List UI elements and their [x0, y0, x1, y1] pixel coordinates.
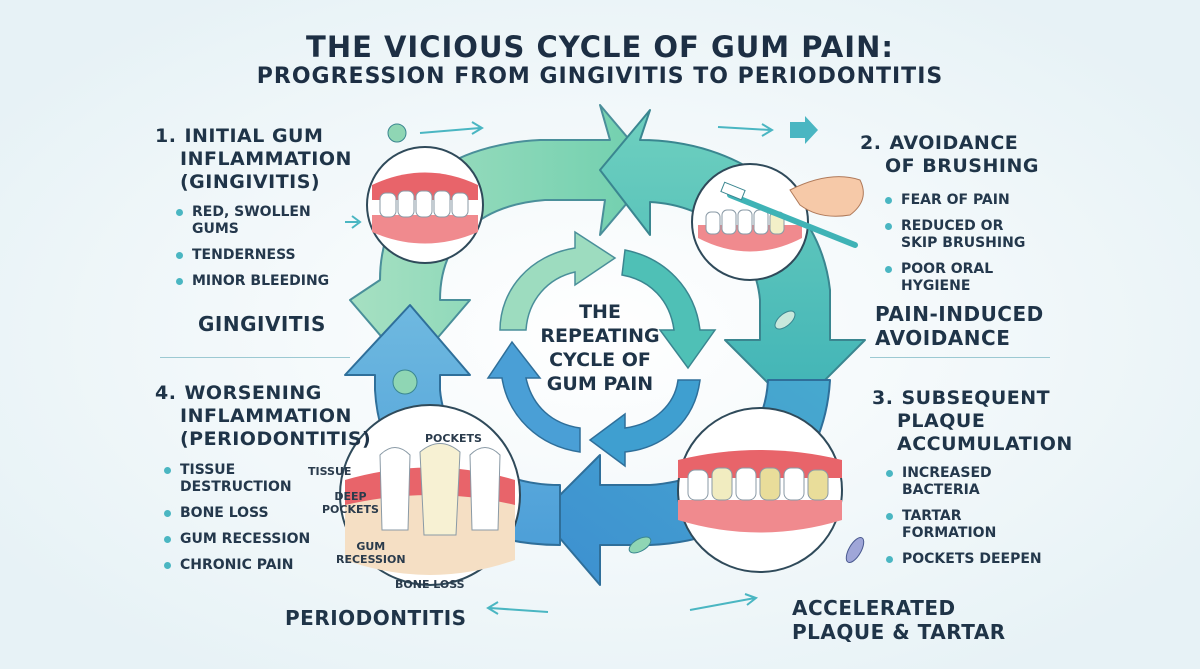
cycle-center-label: THE REPEATING CYCLE OF GUM PAIN — [540, 301, 660, 395]
page-subtitle: PROGRESSION FROM GINGIVITIS TO PERIODONT… — [256, 64, 944, 89]
list-item: MINOR BLEEDING — [176, 273, 329, 290]
stage-4-footer: PERIODONTITIS — [285, 606, 467, 630]
list-item: FEAR OF PAIN — [885, 192, 1025, 209]
label-gum-recession: GUM RECESSION — [336, 540, 406, 566]
gingivitis-illustration — [366, 146, 484, 264]
list-item: POCKETS DEEPEN — [886, 551, 1042, 568]
stage-3-title: 3.SUBSEQUENT PLAQUE ACCUMULATION — [872, 387, 1073, 455]
divider — [160, 357, 350, 358]
stage-3-footer: ACCELERATED PLAQUE & TARTAR — [792, 596, 1006, 644]
stage-1-title: 1.INITIAL GUM INFLAMMATION (GINGIVITIS) — [155, 125, 352, 193]
label-deep-pockets: DEEP POCKETS — [322, 490, 379, 516]
inner-arrow-teal — [621, 249, 717, 370]
inner-arrow-green — [499, 230, 617, 331]
decorative-arrow-icon — [345, 121, 774, 615]
inner-arrow-blue-left — [486, 340, 581, 453]
list-item: TENDERNESS — [176, 247, 329, 264]
bacteria-icon — [387, 123, 865, 563]
divider — [870, 357, 1050, 358]
inner-arrow-blue-bottom — [588, 379, 701, 468]
list-item: BONE LOSS — [164, 505, 310, 522]
list-item: GUM RECESSION — [164, 531, 310, 548]
stage-1-footer: GINGIVITIS — [198, 312, 326, 336]
plaque-illustration — [677, 407, 843, 573]
label-bone-loss: BONE LOSS — [395, 578, 465, 591]
stage-2-footer: PAIN-INDUCED AVOIDANCE — [875, 302, 1044, 350]
list-item: CHRONIC PAIN — [164, 557, 310, 574]
page-title: THE VICIOUS CYCLE OF GUM PAIN: — [306, 30, 894, 64]
decorative-arrow-icon — [790, 116, 818, 144]
periodontitis-illustration — [339, 404, 521, 586]
stage-2-title: 2.AVOIDANCE OF BRUSHING — [860, 132, 1039, 177]
stage-4-title: 4.WORSENING INFLAMMATION (PERIODONTITIS) — [155, 382, 372, 450]
brushing-illustration — [691, 163, 864, 281]
label-tissue: TISSUE — [308, 465, 352, 478]
label-pockets: POCKETS — [425, 432, 482, 445]
